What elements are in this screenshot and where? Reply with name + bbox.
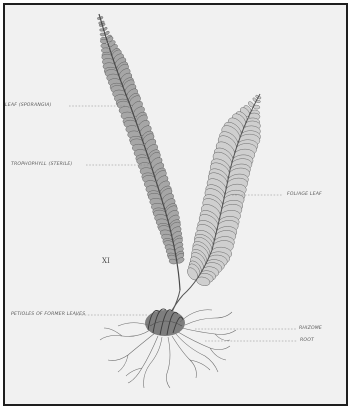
label-fertile-leaf: LEAF (SPORANGIA)	[5, 103, 52, 108]
plate-number: XI	[102, 257, 110, 265]
label-trophophyll: TROPHOPHYLL (STERILE)	[11, 162, 72, 167]
leader-lines	[69, 106, 297, 341]
label-petioles: PETIOLES OF FORMER LEAVES	[11, 312, 85, 317]
label-rhizome: RHIZOME	[299, 326, 322, 331]
label-root: ROOT	[300, 338, 314, 343]
sterile-frond-pinnae	[185, 95, 261, 288]
rhizome-mass	[145, 309, 185, 336]
label-foliage-leaf: FOLIAGE LEAF	[287, 192, 322, 197]
